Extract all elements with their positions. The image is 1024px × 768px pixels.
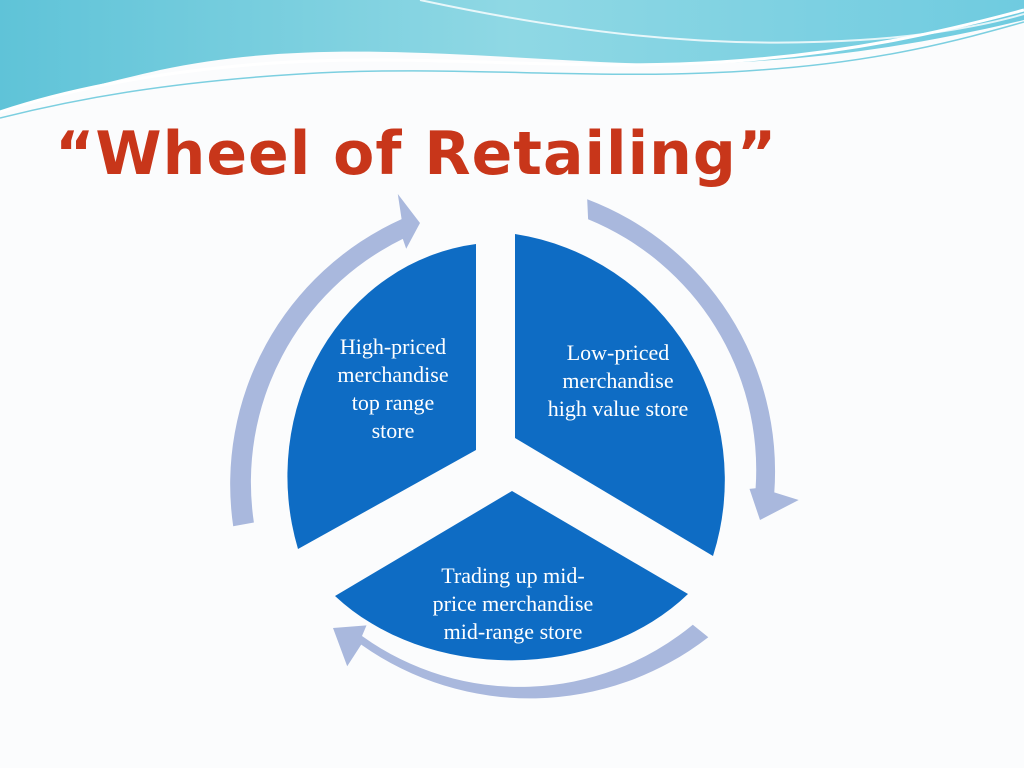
wheel-segment-low-priced bbox=[515, 234, 725, 556]
segment-label-line: Trading up mid- bbox=[441, 563, 585, 588]
segment-label-line: price merchandise bbox=[432, 591, 594, 616]
cycle-arrow-top-left bbox=[230, 194, 420, 527]
segment-label-high-priced: High-priced merchandise top range store bbox=[298, 333, 488, 445]
segment-label-line: merchandise bbox=[562, 368, 674, 393]
cycle-arrow-bottom bbox=[333, 624, 709, 699]
wheel-segment-trading-up bbox=[335, 491, 688, 661]
segment-label-low-priced: Low-priced merchandise high value store bbox=[523, 339, 713, 423]
segment-label-line: store bbox=[371, 418, 415, 443]
segment-label-line: high value store bbox=[547, 396, 689, 421]
header-wave-decoration bbox=[0, 0, 1024, 119]
segment-label-line: High-priced bbox=[339, 334, 447, 359]
segment-label-line: top range bbox=[351, 390, 435, 415]
segment-label-line: Low-priced bbox=[566, 340, 670, 365]
segment-label-line: mid-range store bbox=[443, 619, 583, 644]
segment-label-line: merchandise bbox=[337, 362, 449, 387]
slide-title: “Wheel of Retailing” bbox=[55, 119, 778, 189]
segment-label-trading-up: Trading up mid- price merchandise mid-ra… bbox=[418, 562, 608, 646]
wheel-segment-high-priced bbox=[287, 244, 476, 549]
